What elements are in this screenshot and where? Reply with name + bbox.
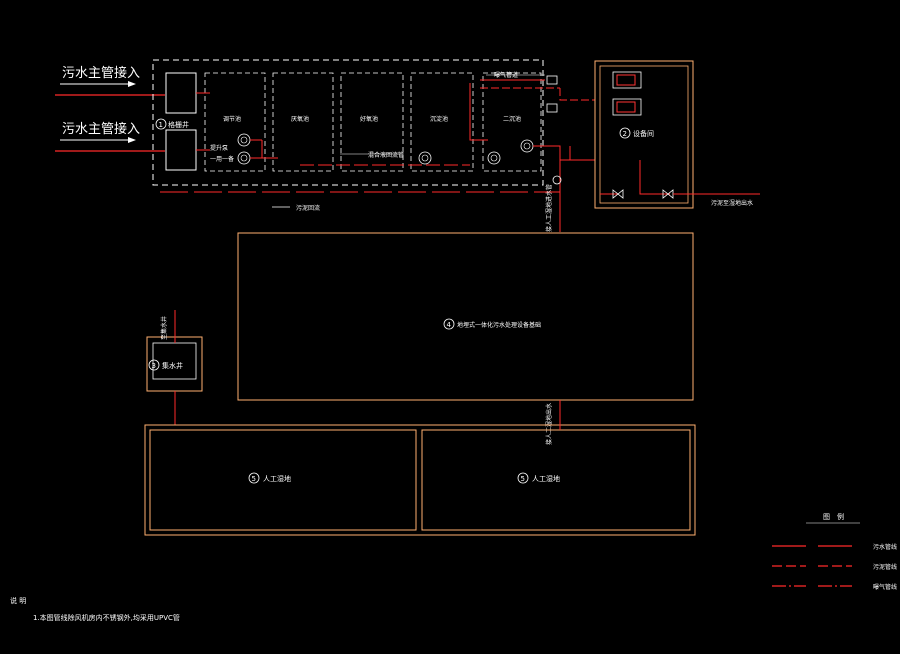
aerator-icon — [487, 151, 501, 165]
svg-text:5: 5 — [252, 475, 256, 483]
valve-icon — [662, 189, 674, 199]
bio-filter-label: 地埋式一体化污水处理设备基础 — [457, 321, 541, 329]
inlet-2: 污水主管接入 — [55, 121, 165, 152]
lift-pumps: 提升泵 一用一备 — [210, 133, 262, 165]
vertical-pipe-label-2: 接人工湿地出水 — [545, 403, 553, 445]
treatment-block-outline — [152, 59, 544, 186]
aeration-pipe-label: 曝气管道 — [494, 71, 518, 79]
valve-icon — [612, 189, 624, 199]
pump-well: 3 集水井 至集水井 — [146, 310, 203, 425]
wetlands: 5 人工湿地 5 人工湿地 — [144, 424, 696, 536]
blower-icon — [612, 98, 642, 116]
svg-text:设备间: 设备间 — [633, 129, 654, 138]
number-marker-4 — [443, 318, 455, 330]
valves — [546, 75, 562, 185]
legend-item-sludge: 污泥管线 — [873, 563, 897, 571]
wetland-1 — [149, 429, 417, 531]
svg-text:好氧池: 好氧池 — [360, 115, 378, 123]
legend-item-sewage: 污水管线 — [873, 543, 897, 551]
svg-text:二沉池: 二沉池 — [503, 115, 521, 123]
svg-text:沉淀池: 沉淀池 — [430, 115, 448, 123]
svg-text:厌氧池: 厌氧池 — [291, 115, 309, 123]
grille-box-2 — [165, 129, 197, 171]
notes-title: 说 明 — [10, 596, 26, 605]
secondary-tank — [482, 72, 542, 172]
svg-text:人工湿地: 人工湿地 — [263, 474, 291, 483]
svg-text:调节池: 调节池 — [223, 115, 241, 123]
pump-icon — [237, 133, 251, 147]
number-marker-1 — [155, 118, 167, 130]
svg-text:2: 2 — [623, 130, 627, 138]
wetland-2 — [421, 429, 691, 531]
regulating-tank — [204, 72, 266, 172]
svg-text:1: 1 — [159, 121, 163, 129]
legend: 图 例 污水管线 污泥管线 曝气管线 — [772, 512, 897, 591]
number-marker-3 — [148, 359, 160, 371]
anoxic-tank — [272, 72, 334, 172]
grille-label: 格栅井 — [168, 120, 189, 129]
legend-item-aeration: 曝气管线 — [873, 583, 897, 591]
number-marker-5a — [248, 472, 260, 484]
process-lines — [160, 79, 595, 232]
svg-text:一用一备: 一用一备 — [210, 155, 234, 163]
inlet-label-2: 污水主管接入 — [62, 121, 140, 137]
to-pump-well-label: 至集水井 — [160, 316, 168, 340]
inlet-1: 污水主管接入 — [55, 65, 165, 96]
vertical-pipe-label-1: 接人工湿地进水管 — [545, 184, 553, 232]
sludge-line-label: 污泥回流 — [296, 204, 320, 212]
blower-icon — [612, 71, 642, 89]
equipment-room: 2 设备间 — [594, 60, 760, 209]
tanks: 调节池 厌氧池 好氧池 沉淀池 二沉池 — [204, 72, 542, 172]
pump-icon — [237, 151, 251, 165]
notes-line-1: 1.本图管线除风机房内不锈钢外,均采用UPVC管 — [33, 613, 180, 622]
number-marker-2 — [619, 127, 631, 139]
sludge-pump-icon — [520, 139, 534, 153]
aerator-icon — [418, 151, 432, 165]
return-pipe-label: 混合液回流管 — [368, 151, 404, 159]
svg-text:4: 4 — [447, 321, 452, 329]
svg-text:人工湿地: 人工湿地 — [532, 474, 560, 483]
svg-text:5: 5 — [521, 475, 525, 483]
svg-text:3: 3 — [152, 362, 156, 370]
clean-water-label: 污泥至湿地出水 — [711, 199, 753, 207]
number-marker-5b — [517, 472, 529, 484]
legend-title: 图 例 — [823, 512, 844, 521]
inlet-label-1: 污水主管接入 — [62, 65, 140, 81]
bio-filter-foundation — [237, 232, 694, 401]
grille-box-1 — [165, 72, 197, 114]
svg-text:提升泵: 提升泵 — [210, 144, 228, 152]
svg-text:集水井: 集水井 — [162, 361, 183, 370]
